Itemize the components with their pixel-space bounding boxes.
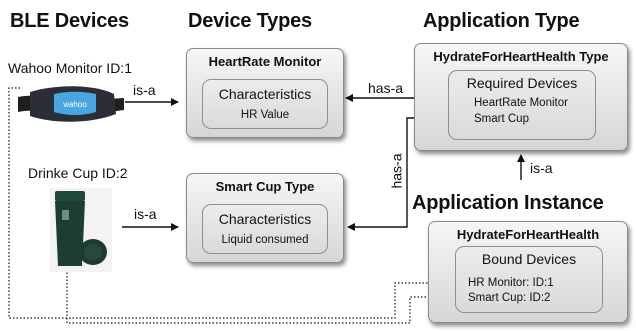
heart-rate-monitor-title: HeartRate Monitor [208,54,322,69]
application-instance-box: HydrateForHeartHealth Bound Devices HR M… [428,221,628,323]
is-a-label-monitor: is-a [133,82,156,98]
bound-devices-panel: Bound Devices HR Monitor: ID:1 Smart Cup… [455,246,603,313]
heart-rate-monitor-type-box: HeartRate Monitor Characteristics HR Val… [186,48,344,138]
required-devices-panel: Required Devices HeartRate Monitor Smart… [448,70,596,140]
smart-cup-characteristics-panel: Characteristics Liquid consumed [202,204,328,254]
application-type-box: HydrateForHeartHealth Type Required Devi… [414,43,628,151]
monitor-device-label: Wahoo Monitor ID:1 [8,60,132,76]
heart-rate-characteristics-panel: Characteristics HR Value [202,79,328,129]
heading-ble-devices: BLE Devices [10,10,129,32]
has-a-label-heartrate: has-a [368,80,404,96]
is-a-label-cup: is-a [134,206,157,222]
heart-rate-characteristics-heading: Characteristics [218,86,312,102]
has-a-label-smartcup: has-a [388,153,405,189]
application-type-title: HydrateForHeartHealth Type [433,49,609,64]
smart-cup-characteristic-item: Liquid consumed [221,234,309,246]
heading-application-type: Application Type [423,10,580,32]
application-instance-title: HydrateForHeartHealth [456,227,600,242]
heading-application-instance: Application Instance [412,192,604,214]
is-a-label-instance: is-a [530,160,553,176]
required-devices-heading: Required Devices [466,75,578,91]
heading-device-types: Device Types [188,10,312,32]
required-device-heartrate: HeartRate Monitor [474,97,568,109]
bound-device-hr-monitor: HR Monitor: ID:1 [468,277,554,289]
heart-rate-characteristic-item: HR Value [240,109,290,121]
cup-device-label: Drinke Cup ID:2 [28,165,128,181]
binding-link-monitor [8,87,464,319]
smart-cup-type-box: Smart Cup Type Characteristics Liquid co… [186,173,344,263]
bound-device-smart-cup: Smart Cup: ID:2 [468,292,551,304]
strap-logo-text: wahoo [62,100,87,109]
heart-rate-strap-image: wahoo [18,86,124,122]
smart-cup-image [50,188,112,272]
smart-cup-type-title: Smart Cup Type [215,179,315,194]
smart-cup-characteristics-heading: Characteristics [218,211,312,227]
required-device-smartcup: Smart Cup [474,113,529,125]
bound-devices-heading: Bound Devices [481,251,577,267]
binding-link-cup [52,269,464,324]
